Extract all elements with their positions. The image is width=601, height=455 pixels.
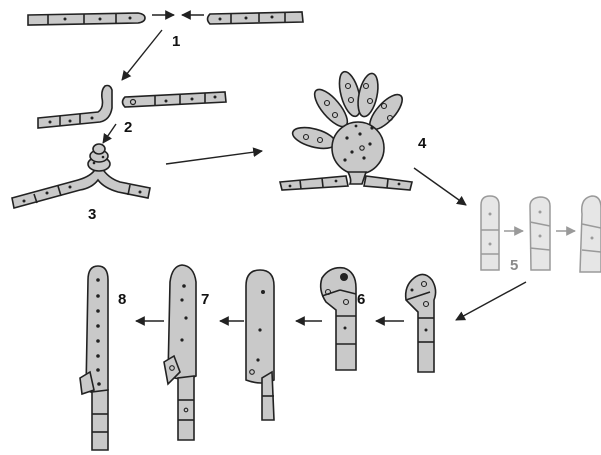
arrow-3-to-4 (166, 151, 262, 164)
stage-3-coil (12, 144, 150, 208)
tip-c (580, 196, 601, 272)
stage-label-7: 7 (201, 291, 209, 308)
arrow-5-to-6 (456, 282, 526, 320)
stage-label-8: 8 (118, 291, 126, 308)
young-ascus (246, 270, 274, 383)
stage-8-mature-ascus (80, 266, 108, 450)
central-body (332, 122, 384, 174)
stage-label-1: 1 (172, 33, 180, 50)
arrow-2-to-3 (103, 124, 116, 143)
right-hypha (208, 12, 304, 24)
arrow-1-to-2 (122, 30, 162, 80)
stage-label-4: 4 (418, 135, 427, 152)
arrow-4-to-5 (414, 168, 466, 205)
stage-6-crozier (321, 268, 436, 372)
partner-hypha (123, 92, 227, 107)
base-hypha-left (280, 176, 348, 190)
stage-5-tips (481, 196, 601, 272)
lobe (290, 124, 337, 153)
hook-cell-right (406, 274, 436, 372)
tip-a (481, 196, 499, 270)
stage-label-6: 6 (357, 291, 365, 308)
hook-cell-left (321, 268, 356, 370)
stage-label-2: 2 (124, 119, 132, 136)
left-hypha (28, 13, 145, 25)
tip-b (530, 197, 550, 270)
stage-label-5: 5 (510, 257, 518, 274)
stage-label-3: 3 (88, 206, 96, 223)
dikaryon-nucleus (340, 273, 348, 281)
stage-1-hyphae (28, 12, 303, 25)
stage-7-asci (164, 265, 274, 440)
